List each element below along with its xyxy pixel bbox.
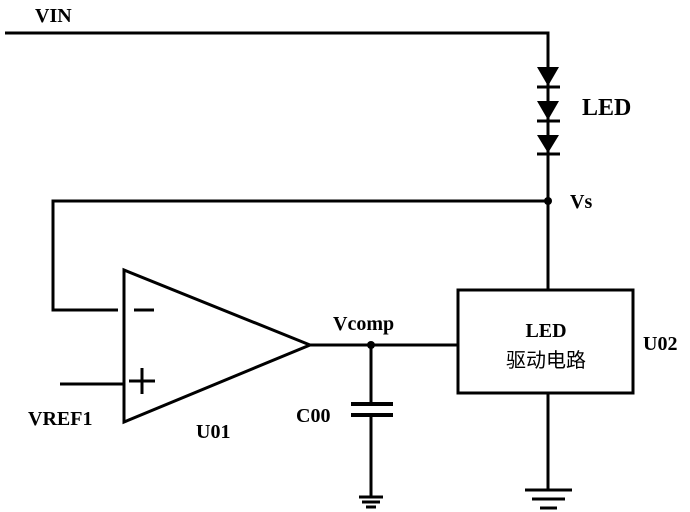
led-diode-3 (537, 135, 560, 156)
vs-label: Vs (570, 191, 592, 213)
u01-label: U01 (196, 421, 230, 443)
led-string (537, 67, 560, 156)
vin-label: VIN (35, 5, 72, 27)
opamp-u01 (122, 267, 314, 425)
plus-sign (129, 368, 155, 394)
box-subtitle: 驱动电路 (506, 348, 586, 372)
u02-label: U02 (643, 333, 677, 355)
vref1-label: VREF1 (28, 408, 92, 430)
ground-icon-cap (359, 495, 383, 509)
box-title: LED (525, 320, 566, 342)
feedback-wire (51, 199, 548, 312)
led-label: LED (582, 95, 631, 121)
vin-wire (5, 31, 550, 290)
led-driver-box-u02 (456, 288, 635, 395)
led-diode-2 (537, 101, 560, 123)
ground-icon-driver (525, 488, 572, 510)
led-diode-1 (537, 67, 560, 89)
vcomp-label: Vcomp (333, 313, 394, 335)
c00-label: C00 (296, 405, 330, 427)
